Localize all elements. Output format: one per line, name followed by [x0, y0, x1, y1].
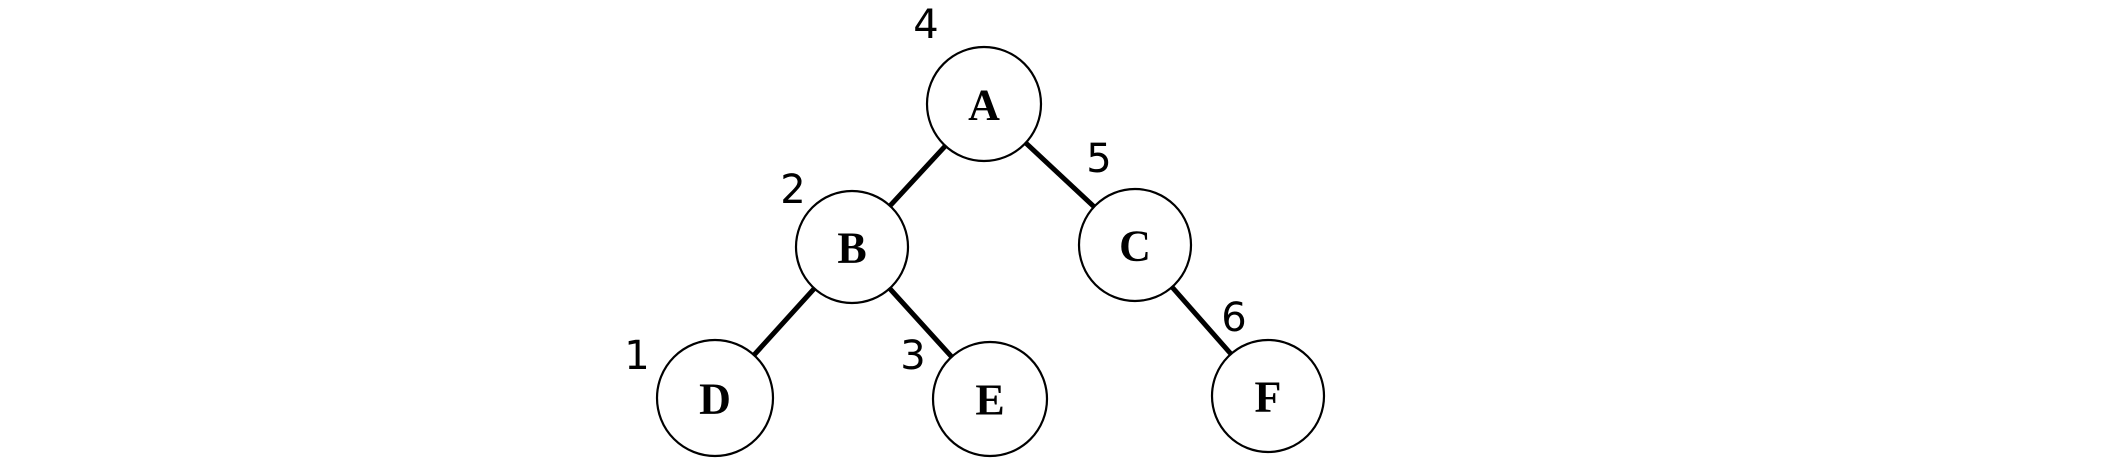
edges-group [751, 140, 1234, 360]
order-label-f: 6 [1221, 295, 1246, 341]
node-label-f: F [1255, 373, 1282, 422]
nodes-group: A B C D E F [655, 45, 1326, 458]
node-circle-d[interactable] [655, 338, 775, 458]
order-label-b: 2 [780, 167, 805, 213]
tree-node-e[interactable]: E [931, 340, 1049, 458]
tree-edge-b-d [751, 286, 817, 358]
node-label-b: B [837, 224, 866, 273]
order-label-e: 3 [900, 333, 925, 379]
order-labels-group: 4 2 5 1 3 6 [624, 2, 1246, 379]
tree-node-d[interactable]: D [655, 338, 775, 458]
order-label-d: 1 [624, 333, 649, 379]
node-circle-a[interactable] [925, 45, 1043, 163]
node-circle-f[interactable] [1210, 338, 1326, 454]
tree-edge-b-e [887, 286, 955, 360]
node-label-d: D [699, 375, 731, 424]
tree-node-a[interactable]: A [925, 45, 1043, 163]
tree-node-f[interactable]: F [1210, 338, 1326, 454]
tree-edge-a-b [887, 143, 948, 209]
node-label-c: C [1119, 222, 1151, 271]
tree-edge-a-c [1023, 140, 1097, 210]
node-circle-e[interactable] [931, 340, 1049, 458]
order-label-c: 5 [1086, 136, 1111, 182]
node-circle-c[interactable] [1077, 187, 1193, 303]
order-label-a: 4 [913, 2, 938, 48]
node-circle-b[interactable] [794, 189, 910, 305]
tree-node-c[interactable]: C [1077, 187, 1193, 303]
node-label-e: E [975, 376, 1004, 425]
tree-node-b[interactable]: B [794, 189, 910, 305]
tree-edge-c-f [1169, 284, 1234, 357]
node-label-a: A [968, 81, 1000, 130]
